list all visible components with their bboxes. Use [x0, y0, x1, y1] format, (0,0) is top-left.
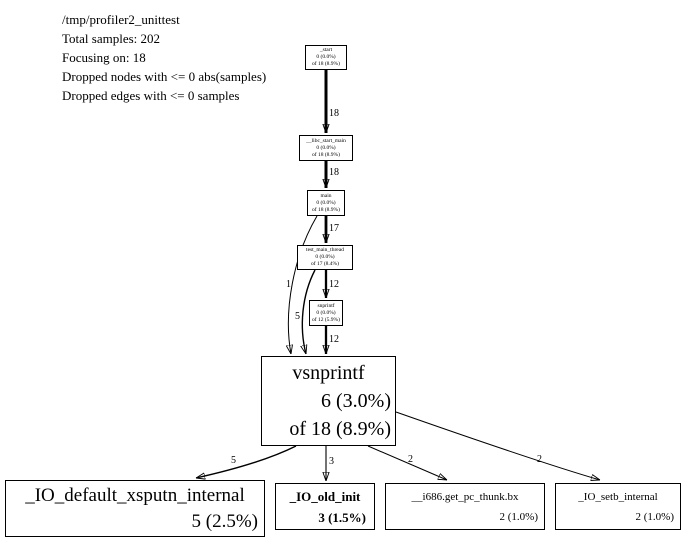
focusing-on-line: Focusing on: 18 — [62, 50, 146, 65]
node-xsputn-label: _IO_default_xsputn_internal — [25, 484, 245, 506]
dropped-edges-line: Dropped edges with <= 0 samples — [62, 88, 240, 103]
profile-summary: /tmp/profiler2_unittest Total samples: 2… — [62, 10, 266, 105]
node-xsputn-self: 5 (2.5%) — [191, 510, 258, 532]
edge-label-vsnprintf-xsputn: 5 — [231, 455, 236, 466]
edge-label-snprintf-vsnprintf: 12 — [329, 334, 339, 345]
node-main-total: of 18 (8.9%) — [312, 206, 340, 213]
node-libc-total: of 18 (8.9%) — [312, 151, 340, 158]
edge-main-vsnprintf — [288, 215, 318, 354]
node-io-default-xsputn-internal: _IO_default_xsputn_internal 5 (2.5%) — [5, 480, 265, 537]
node-vsnprintf-label: vsnprintf — [292, 362, 365, 384]
node-start-label: _start — [319, 47, 333, 53]
edge-vsnprintf-xsputn — [196, 445, 297, 478]
node-main-label: main — [320, 192, 332, 199]
node-snprintf-self: 0 (0.0%) — [316, 309, 336, 316]
edge-label-vsnprintf-oldinit: 3 — [329, 456, 334, 467]
node-libc-start-main: __libc_start_main 0 (0.0%) of 18 (8.9%) — [299, 135, 353, 161]
total-samples-line: Total samples: 202 — [62, 31, 161, 46]
node-main-self: 0 (0.0%) — [316, 199, 336, 206]
node-start-total: of 18 (8.9%) — [312, 61, 340, 67]
node-start-self: 0 (0.0%) — [316, 54, 336, 60]
edge-label-libc-main: 18 — [329, 167, 339, 178]
node-test-label: test_main_thread — [306, 247, 344, 253]
node-start: _start 0 (0.0%) of 18 (8.9%) — [305, 45, 347, 70]
node-test-main-thread: test_main_thread 0 (0.0%) of 17 (8.4%) — [297, 245, 353, 270]
node-main: main 0 (0.0%) of 18 (8.9%) — [307, 190, 345, 216]
node-libc-label: __libc_start_main — [306, 137, 346, 144]
node-setb-self: 2 (1.0%) — [635, 510, 675, 523]
edge-label-start-libc: 18 — [329, 108, 339, 119]
node-get-pc-thunk: __i686.get_pc_thunk.bx 2 (1.0%) — [385, 483, 545, 530]
dropped-nodes-line: Dropped nodes with <= 0 abs(samples) — [62, 69, 267, 84]
profile-binary-path: /tmp/profiler2_unittest — [62, 12, 180, 27]
edge-vsnprintf-thunk — [367, 445, 447, 480]
node-vsnprintf-self: 6 (3.0%) — [321, 390, 391, 412]
edge-label-vsnprintf-thunk: 2 — [408, 454, 413, 465]
node-vsnprintf-total: of 18 (8.9%) — [289, 418, 391, 440]
node-oldinit-self: 3 (1.5%) — [318, 509, 366, 525]
node-snprintf-label: snprintf — [317, 302, 335, 309]
node-thunk-label: __i686.get_pc_thunk.bx — [411, 490, 519, 503]
node-io-setb-internal: _IO_setb_internal 2 (1.0%) — [555, 483, 681, 530]
node-oldinit-label: _IO_old_init — [289, 488, 361, 504]
node-thunk-self: 2 (1.0%) — [499, 510, 539, 523]
edge-test-vsnprintf — [302, 269, 316, 354]
edge-label-test-vsnprintf: 5 — [295, 311, 300, 322]
edge-label-test-snprintf: 12 — [329, 279, 339, 290]
node-libc-self: 0 (0.0%) — [316, 144, 336, 151]
node-snprintf-total: of 12 (5.9%) — [312, 316, 340, 323]
node-test-self: 0 (0.0%) — [315, 254, 335, 260]
edge-vsnprintf-setb — [395, 411, 600, 480]
node-setb-label: _IO_setb_internal — [578, 490, 658, 503]
node-io-old-init: _IO_old_init 3 (1.5%) — [275, 483, 375, 530]
node-test-total: of 17 (8.4%) — [311, 261, 339, 267]
edge-label-main-vsnprintf: 1 — [286, 279, 291, 290]
edge-label-vsnprintf-setb: 2 — [537, 454, 542, 465]
edge-label-main-test: 17 — [329, 223, 339, 234]
node-snprintf: snprintf 0 (0.0%) of 12 (5.9%) — [309, 300, 343, 326]
node-vsnprintf: vsnprintf 6 (3.0%) of 18 (8.9%) — [261, 356, 396, 446]
